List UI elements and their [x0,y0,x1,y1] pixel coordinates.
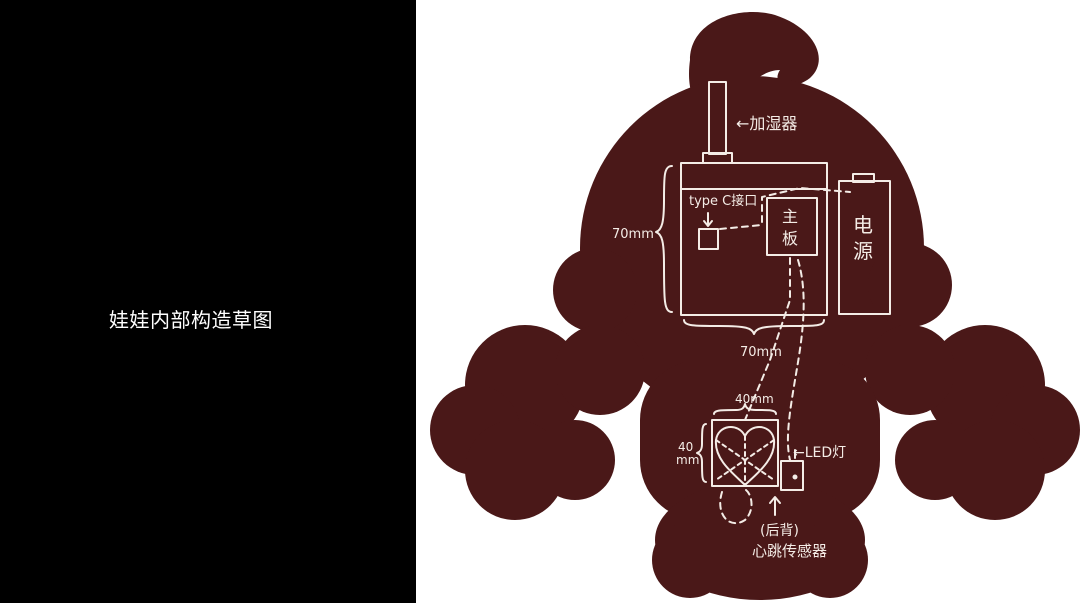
label-heart-height-line1: 40 [678,440,693,454]
label-sensor-line1: (后背) [760,523,799,539]
wire-board-to-power [761,187,851,223]
diagram-title: 娃娃内部构造草图 [109,308,273,332]
wire-board-to-heart [744,257,791,421]
wire-sensor-loop [719,489,753,525]
label-power-line2: 源 [853,239,873,263]
label-mainboard-line1: 主 [782,207,798,226]
label-typec-port: type C接口 [689,193,757,209]
doll-silhouette [430,12,1080,600]
label-heart-height-line2: mm [676,453,699,467]
label-board-height: 70mm [612,227,654,242]
label-power-line1: 电 [853,213,873,237]
wire-board-to-led [786,259,805,461]
label-humidifier: ←加湿器 [736,114,797,133]
internal-sketch [655,81,891,525]
label-sensor-line2: 心跳传感器 [752,542,827,560]
doll-head [580,76,924,420]
label-board-width: 70mm [740,345,782,360]
label-mainboard-line2: 板 [782,229,798,248]
typec-port [698,228,719,250]
label-led: ←LED灯 [793,445,846,461]
label-heart-width: 40mm [735,392,774,406]
board-height-brace [655,165,673,313]
title-panel: 娃娃内部构造草图 [0,0,416,603]
board-outline [680,162,828,316]
wire-typec-to-board [719,224,763,230]
led-unit [780,460,804,491]
board-width-brace [683,319,825,335]
mainboard-chip [766,197,818,256]
